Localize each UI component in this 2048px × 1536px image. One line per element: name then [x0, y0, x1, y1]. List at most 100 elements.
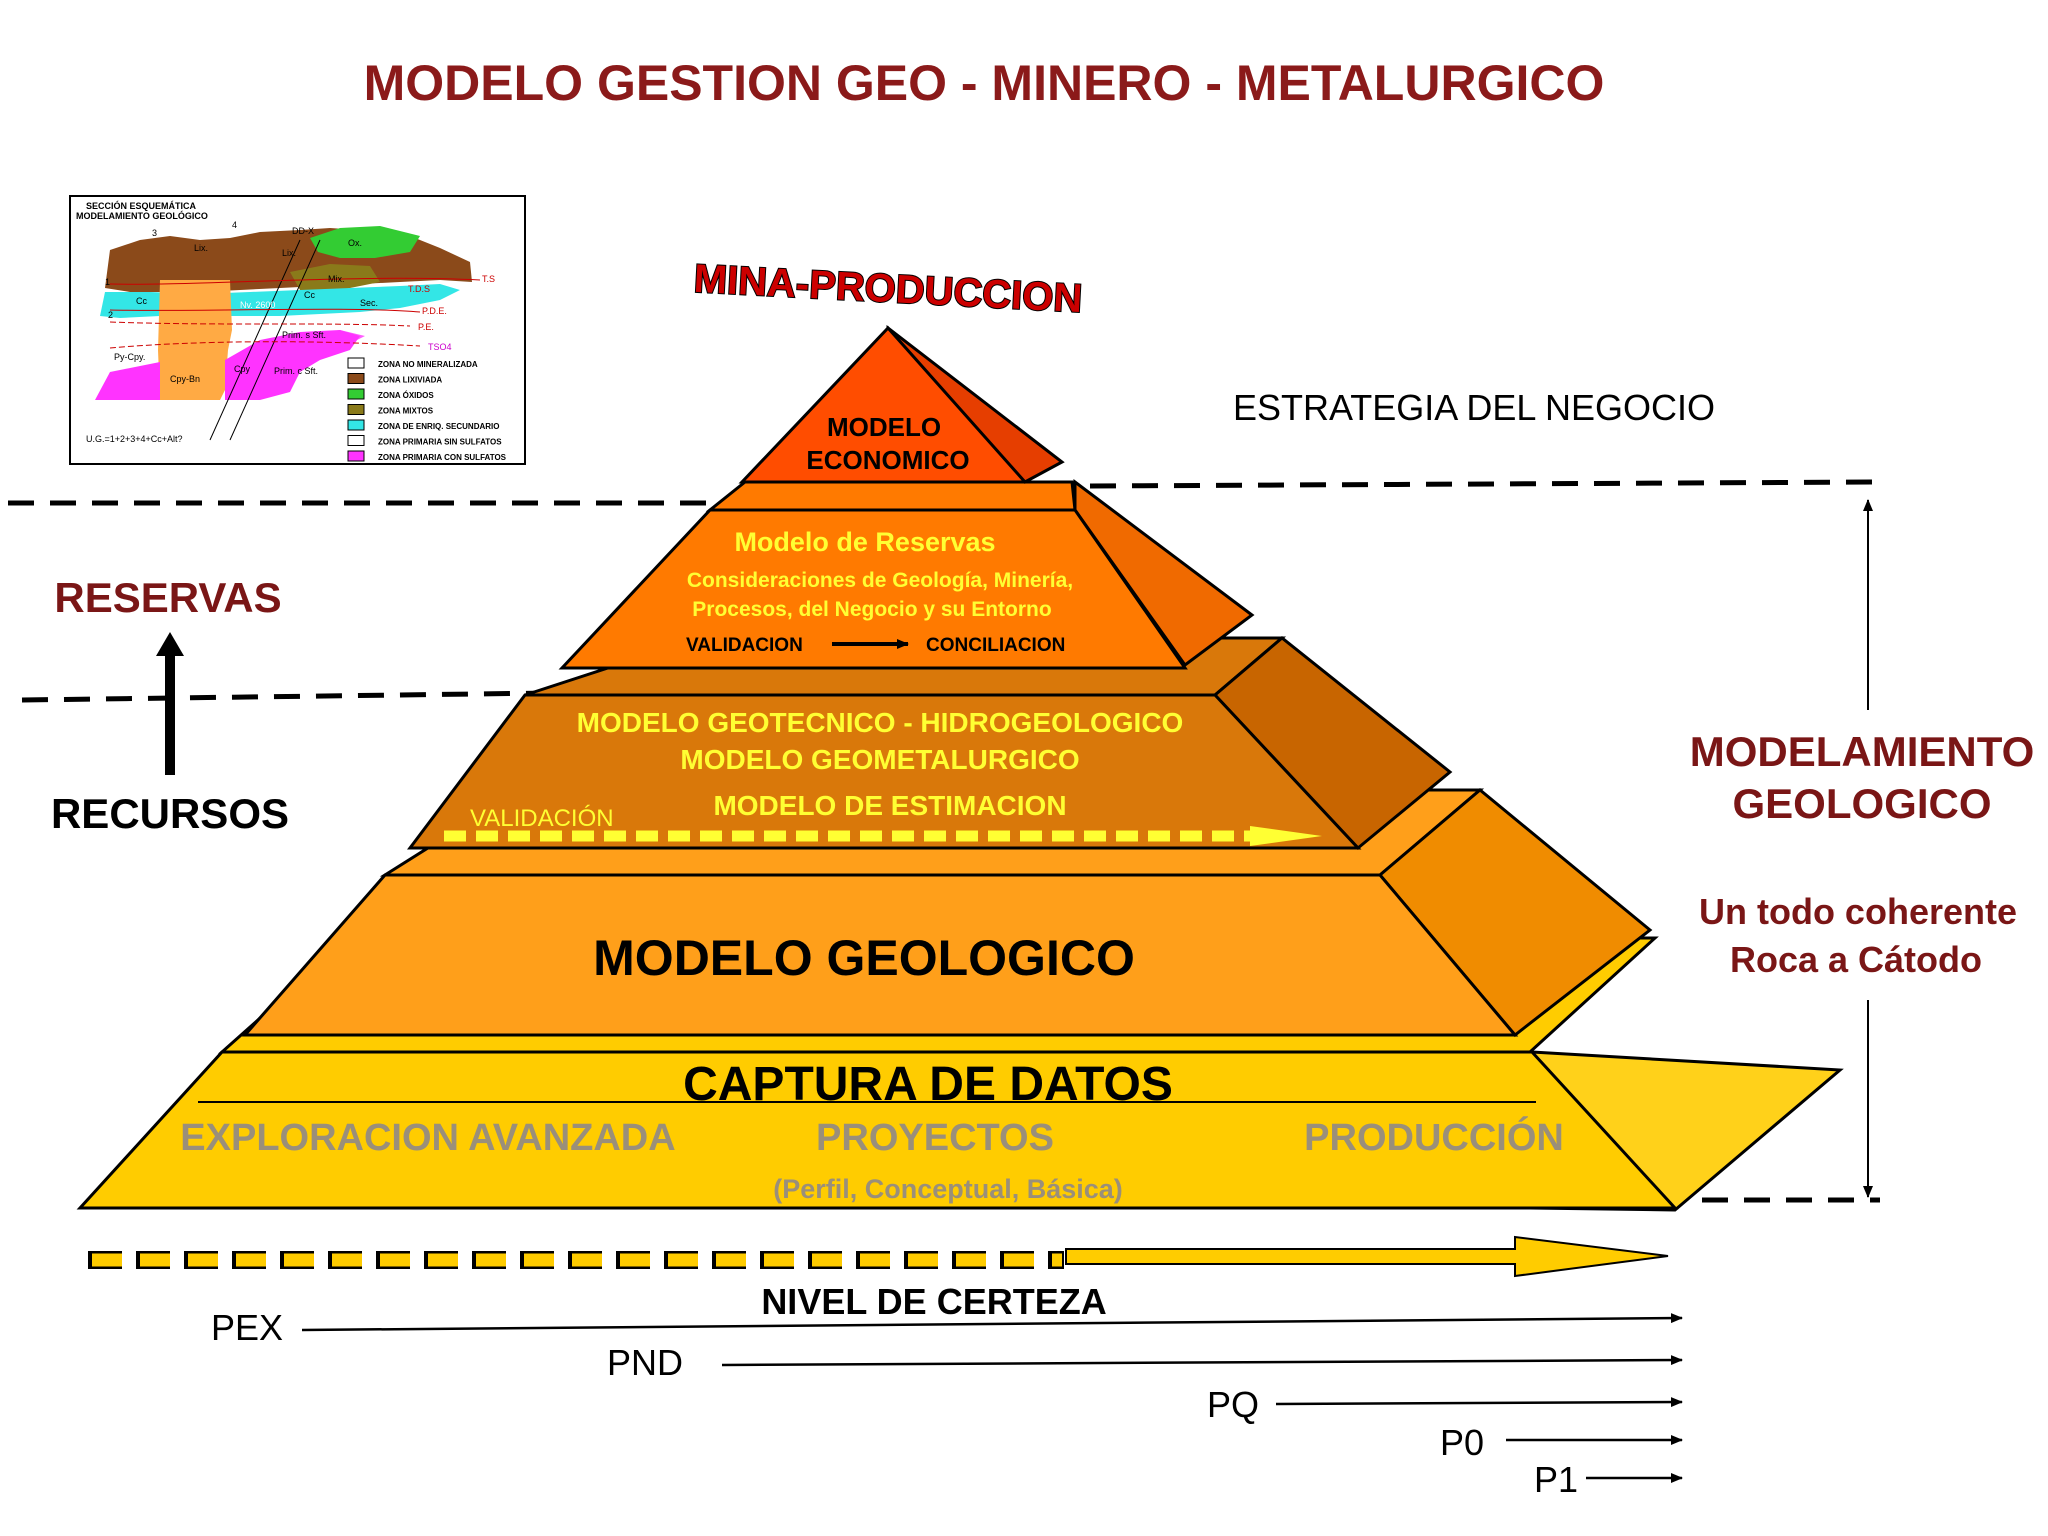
inset-label: Cpy — [234, 364, 251, 374]
inset-legend-label: ZONA PRIMARIA SIN SULFATOS — [378, 438, 502, 447]
inset-label: Lix. — [282, 248, 296, 258]
phase-pex-arrow — [301, 1313, 1683, 1332]
tier2-reserves-model: Modelo de Reservas Consideraciones de Ge… — [558, 478, 1255, 670]
inset-label: 1 — [105, 277, 110, 287]
phase-pnd-arrow — [721, 1355, 1683, 1367]
inset-label: T.D.S — [408, 284, 430, 294]
tier1-line2: ECONOMICO — [806, 445, 969, 475]
inset-label: Nv. 2600 — [240, 300, 275, 310]
coherent-whole-line1: Un todo coherente — [1699, 891, 2017, 932]
inset-label: Sec. — [360, 298, 378, 308]
inset-label: TSO4 — [428, 342, 452, 352]
phase-pq-label: PQ — [1207, 1384, 1259, 1425]
inset-label: T.S — [482, 274, 495, 284]
inset-legend-swatch — [347, 419, 365, 431]
inset-label: P.D.E. — [422, 306, 447, 316]
inset-label: Cc — [304, 290, 315, 300]
phase-pnd-label: PND — [607, 1342, 683, 1383]
inset-zone-sulfates-left — [95, 362, 160, 400]
tier5-title: CAPTURA DE DATOS — [683, 1058, 1173, 1111]
tier2-line2: Procesos, del Negocio y su Entorno — [692, 598, 1051, 621]
inset-label: Prim. s Sft. — [282, 330, 326, 340]
tier5-front-face — [76, 1050, 1679, 1210]
inset-label: P.E. — [418, 322, 434, 332]
tier1-front-face — [738, 325, 1029, 484]
tier1-economic-model: MODELO ECONOMICO — [738, 324, 1065, 484]
inset-label: 3 — [152, 228, 157, 238]
inset-legend-label: ZONA PRIMARIA CON SULFATOS — [378, 453, 507, 462]
tier5-col-production: PRODUCCIÓN — [1304, 1115, 1564, 1159]
inset-legend-swatch — [347, 373, 365, 384]
tier1-line1: MODELO — [827, 412, 941, 442]
inset-label: DD-X — [292, 226, 314, 236]
tier5-col-exploration: EXPLORACION AVANZADA — [180, 1117, 675, 1159]
tier2-front-face — [558, 508, 1188, 670]
coherent-whole-line2: Roca a Cátodo — [1730, 939, 1982, 980]
inset-legend-swatch — [347, 404, 365, 415]
tier2-top-face — [705, 480, 1077, 512]
tier5-subtitle: (Perfil, Conceptual, Básica) — [773, 1174, 1123, 1204]
inset-legend-swatch — [347, 435, 365, 446]
inset-title-line2: MODELAMIENTO GEOLÓGICO — [76, 210, 208, 221]
reserves-label: RESERVAS — [54, 574, 281, 621]
certainty-arrow — [1065, 1235, 1669, 1278]
tier3-line3: MODELO DE ESTIMACION — [713, 790, 1066, 821]
inset-label: Cc — [136, 296, 147, 306]
tier2-line1: Consideraciones de Geología, Minería, — [687, 569, 1073, 592]
inset-legend-label: ZONA DE ENRIQ. SECUNDARIO — [378, 422, 500, 431]
inset-legend-label: ZONA NO MINERALIZADA — [378, 360, 478, 369]
inset-geological-section: SECCIÓN ESQUEMÁTICA MODELAMIENTO GEOLÓGI… — [69, 195, 526, 465]
resources-label: RECURSOS — [51, 790, 289, 837]
inset-label: U.G.=1+2+3+4+Cc+Alt? — [86, 434, 183, 444]
upper-dashed-line-right — [1089, 479, 1881, 489]
inset-legend-swatch — [347, 450, 365, 462]
tier2-validation: VALIDACION — [686, 635, 803, 656]
inset-zone-sulfates-band — [290, 330, 365, 352]
tier4-title: MODELO GEOLOGICO — [593, 930, 1135, 986]
inset-fault-2 — [229, 239, 321, 441]
inset-contact-pde — [109, 308, 421, 313]
tier2-conciliation: CONCILIACION — [926, 635, 1065, 656]
inset-label: Cpy-Bn — [170, 374, 200, 384]
inset-label: Ox. — [348, 238, 362, 248]
tier3-estimation-models: MODELO GEOTECNICO - HIDROGEOLOGICO MODEL… — [406, 636, 1453, 851]
inset-label: Prim. c Sft. — [274, 366, 318, 376]
inset-legend-label: ZONA MIXTOS — [378, 407, 434, 416]
inset-label: Py-Cpy. — [114, 352, 145, 362]
tier2-side-face — [1073, 478, 1255, 668]
tier3-validation-arrowhead — [1250, 826, 1322, 846]
project-phases: PEX PND PQ P0 P1 — [211, 1307, 1683, 1500]
tier3-validation: VALIDACIÓN — [470, 805, 614, 832]
inset-title-line1: SECCIÓN ESQUEMÁTICA — [86, 200, 197, 211]
tier2-title: Modelo de Reservas — [734, 527, 995, 557]
tier3-line2: MODELO GEOMETALURGICO — [680, 744, 1079, 775]
tier5-col-projects: PROYECTOS — [816, 1117, 1054, 1159]
resources-to-reserves-arrowhead — [156, 632, 184, 656]
inset-legend-label: ZONA LIXIVIADA — [378, 376, 442, 385]
inset-legend-swatch — [347, 357, 365, 369]
inset-legend-swatch — [347, 388, 365, 400]
inset-label: Lix. — [194, 243, 208, 253]
inset-label: 4 — [232, 220, 237, 230]
inset-label: 2 — [108, 310, 113, 320]
inset-legend: ZONA NO MINERALIZADA ZONA LIXIVIADA ZONA Ó… — [347, 357, 507, 462]
tier3-line1: MODELO GEOTECNICO - HIDROGEOLOGICO — [577, 707, 1184, 738]
business-strategy-label: ESTRATEGIA DEL NEGOCIO — [1233, 387, 1715, 428]
inset-zone-mixed — [290, 264, 380, 290]
phase-p0-label: P0 — [1440, 1422, 1484, 1463]
middle-dashed-line — [21, 690, 551, 703]
inset-labels: 3 4 1 2 Lix. Lix. DD-X Ox. Mix. T.S T.D.… — [86, 220, 495, 444]
inset-contact-tso4 — [109, 341, 421, 349]
geological-modeling-line2: GEOLOGICO — [1732, 780, 1991, 827]
phase-pex-label: PEX — [211, 1307, 283, 1348]
inset-zone-oxides — [310, 226, 420, 258]
inset-label: Mix. — [328, 274, 345, 284]
phase-pq-arrow — [1275, 1397, 1683, 1408]
page-title: MODELO GESTION GEO - MINERO - METALURGIC… — [364, 55, 1605, 111]
apex-label: MINA-PRODUCCION — [693, 257, 1084, 321]
inset-legend-label: ZONA ÓXIDOS — [378, 391, 434, 400]
phase-p1-label: P1 — [1534, 1459, 1578, 1500]
tier4-front-face — [241, 873, 1519, 1037]
certainty-label: NIVEL DE CERTEZA — [761, 1281, 1106, 1322]
